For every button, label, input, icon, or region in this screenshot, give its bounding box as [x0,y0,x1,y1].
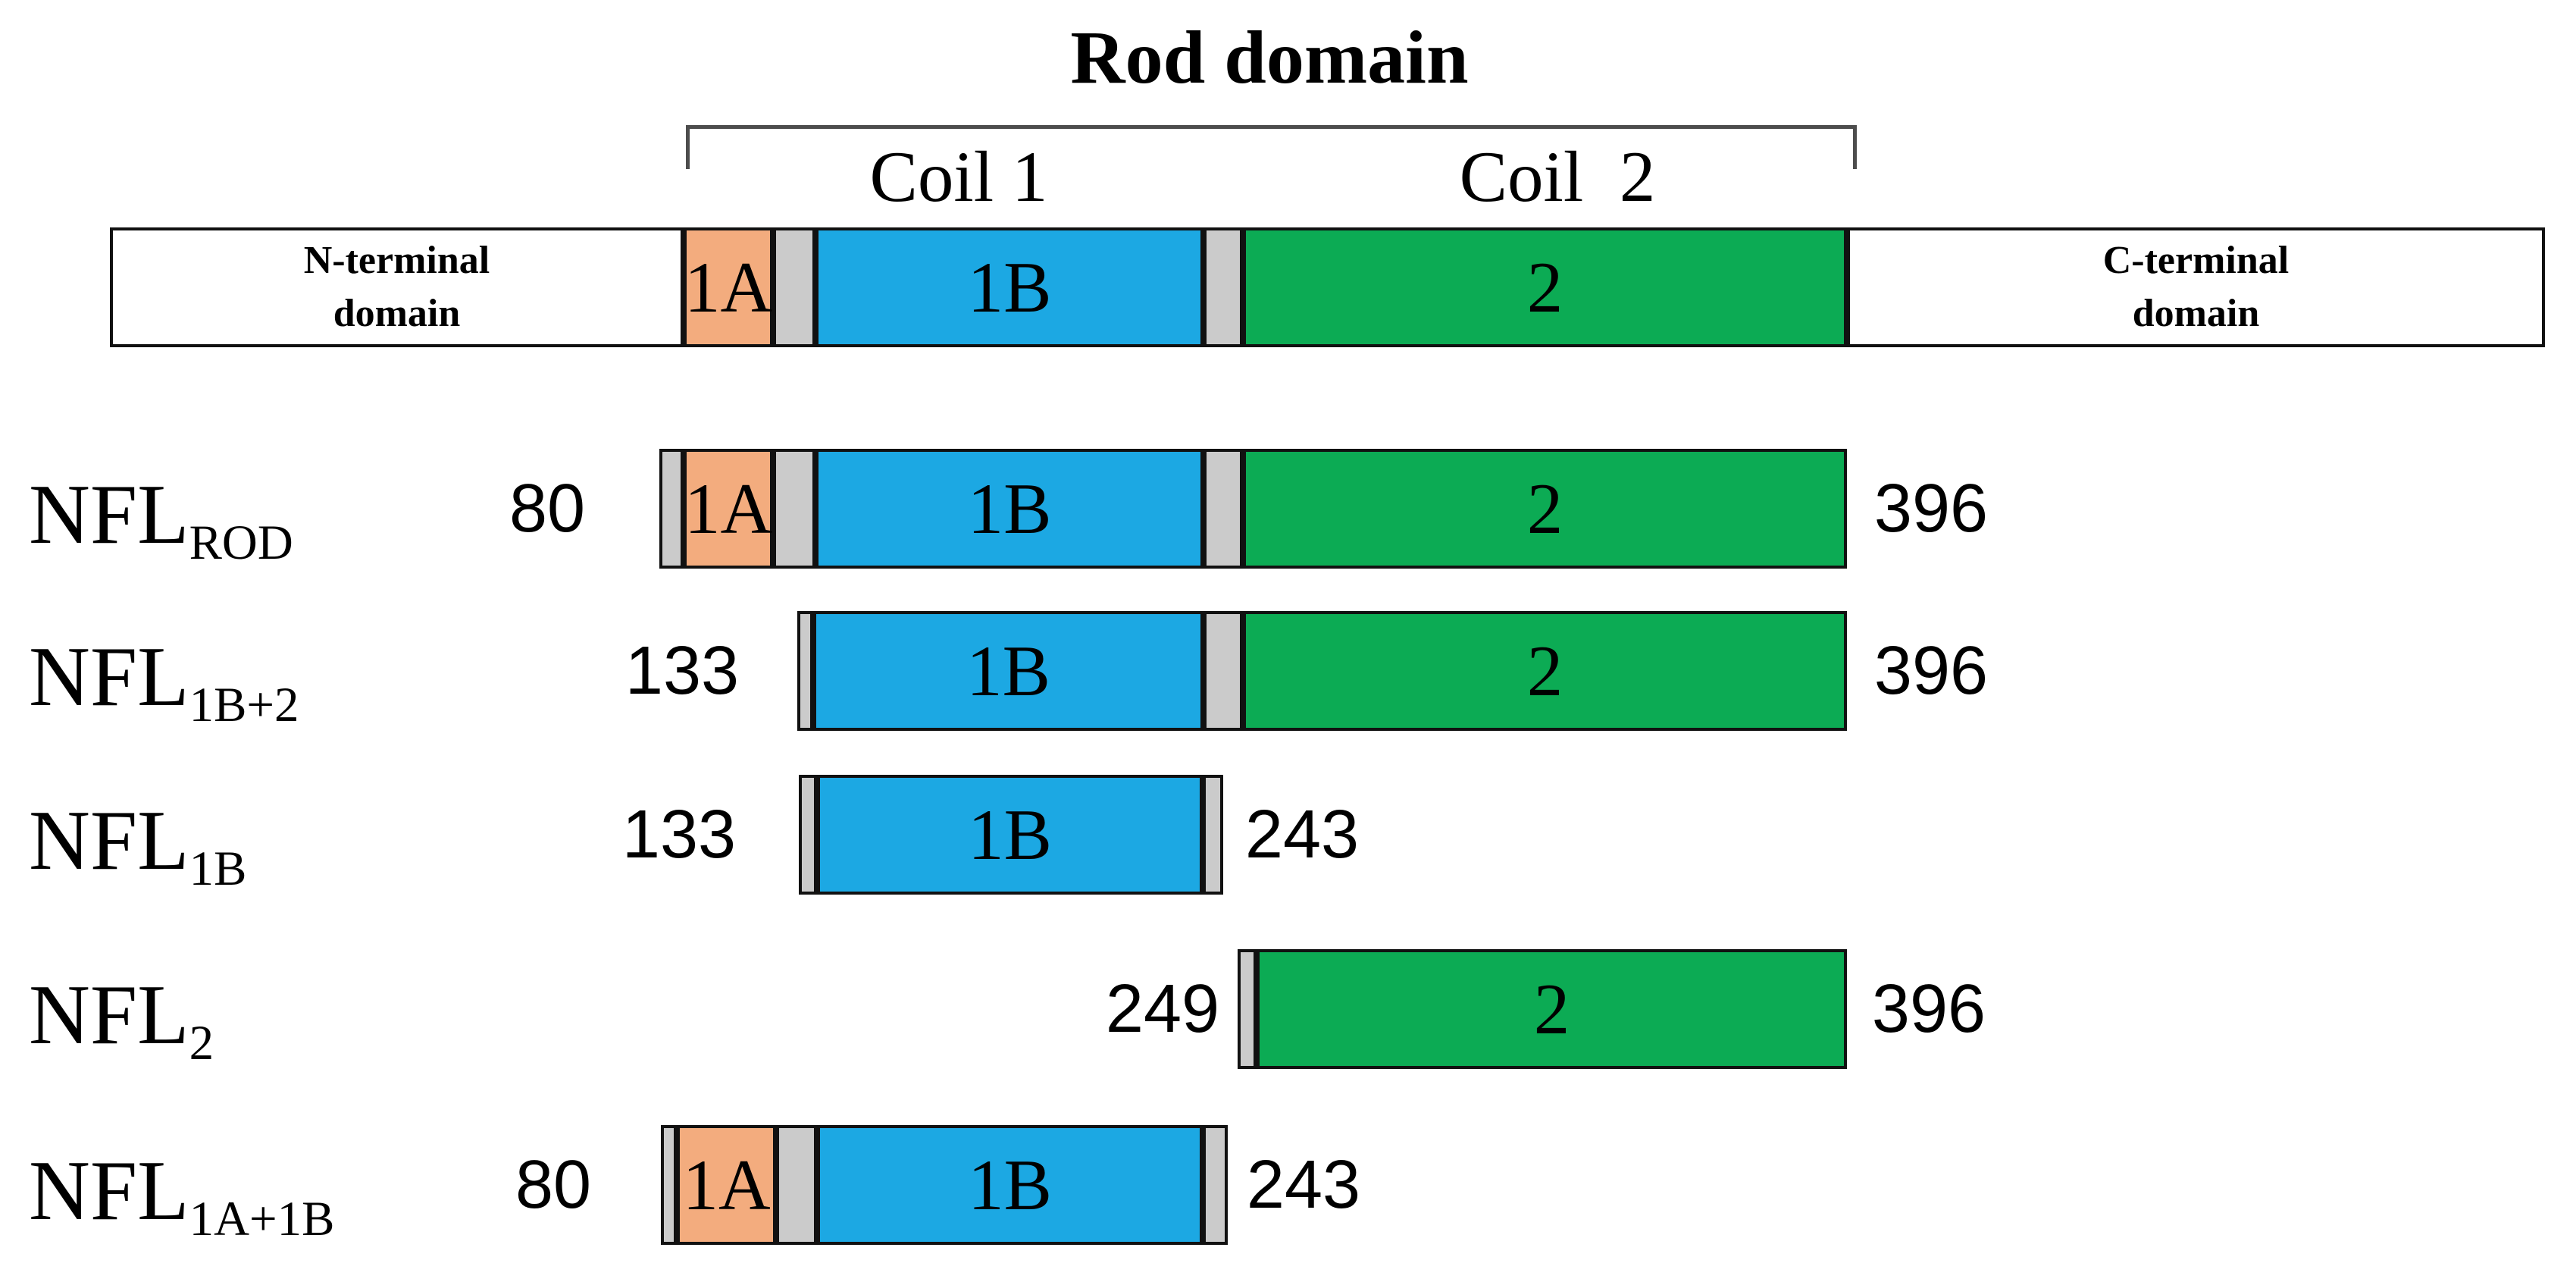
construct-label-nfl-rod: NFLROD [29,472,293,567]
construct-bar-nfl-1a-1b: 1A 1B [661,1125,1228,1245]
linker-segment [799,775,817,895]
construct-name-subscript: ROD [189,515,293,570]
rod-domain-title: Rod domain [1070,15,1469,99]
domain-1b-segment: 1B [813,611,1203,731]
segment-label: 2 [1526,246,1563,328]
linker-12 [773,227,815,347]
linker-segment [1203,449,1243,569]
coil2-label: Coil 2 [1459,136,1656,217]
domain-2: 2 [1243,227,1847,347]
segment-label: 1A [682,1144,771,1225]
segment-label: 1B [967,468,1052,549]
linker-segment [773,449,815,569]
end-residue-1b: 243 [1244,797,1360,873]
linker-segment [659,449,684,569]
segment-label: 1B [968,1144,1052,1225]
linker-segment [1203,775,1223,895]
construct-label-nfl-1b-2: NFL1B+2 [29,635,299,729]
construct-bar-nfl-1b-2: 1B 2 [797,611,1847,731]
domain-1a-segment: 1A [684,449,773,569]
domain-1b-segment: 1B [817,775,1203,895]
domain-2-segment: 2 [1257,949,1847,1069]
end-residue-rod: 396 [1873,471,1989,547]
construct-name-subscript: 1A+1B [189,1191,335,1246]
end-residue-2: 396 [1871,971,1986,1047]
linker-segment [776,1125,817,1245]
construct-name-base: NFL [29,630,189,724]
start-residue-1b: 133 [621,797,737,873]
start-residue-1a-1b: 80 [515,1147,592,1223]
construct-label-nfl-1a-1b: NFL1A+1B [29,1149,334,1243]
domain-1a: 1A [684,227,773,347]
construct-label-nfl-2: NFL2 [29,973,214,1067]
rod-domain-bracket [686,125,1857,169]
construct-label-nfl-1b: NFL1B [29,798,246,893]
construct-bar-nfl-1b: 1B [799,775,1223,895]
construct-bar-nfl-rod: 1A 1B 2 [659,449,1847,569]
n-terminal-domain: N-terminal domain [110,227,684,347]
construct-bar-nfl-2: 2 [1238,949,1847,1069]
linker-segment [1203,611,1243,731]
start-residue-2: 249 [1105,971,1220,1047]
terminal-label-line: domain [2132,292,2260,335]
segment-label: 2 [1526,468,1563,549]
construct-name-base: NFL [29,968,189,1062]
domain-1b-segment: 1B [817,1125,1203,1245]
construct-name-base: NFL [29,1144,189,1238]
construct-name-subscript: 2 [189,1015,214,1070]
linker-segment [661,1125,677,1245]
domain-2-segment: 2 [1243,449,1847,569]
construct-name-subscript: 1B+2 [189,677,299,732]
segment-label: 1B [967,246,1052,328]
domain-1b-segment: 1B [815,449,1203,569]
construct-name-base: NFL [29,794,189,888]
linker-segment [1203,1125,1228,1245]
terminal-label-line: domain [333,292,461,335]
segment-label: 2 [1526,630,1563,711]
construct-name-subscript: 1B [189,841,247,896]
segment-label: 1B [968,794,1052,875]
start-residue-1b-2: 133 [624,633,740,709]
segment-label: 1A [684,246,773,328]
start-residue-rod: 80 [509,471,586,547]
end-residue-1b-2: 396 [1873,633,1989,709]
linker-segment [1238,949,1257,1069]
construct-name-base: NFL [29,468,189,562]
linker-segment [797,611,813,731]
segment-label: 2 [1533,968,1570,1049]
c-terminal-domain: C-terminal domain [1847,227,2545,347]
domain-2-segment: 2 [1243,611,1847,731]
coil1-label: Coil 1 [869,136,1048,217]
segment-label: 1B [966,630,1050,711]
linker-2 [1203,227,1243,347]
segment-label: 1A [684,468,773,549]
domain-1b: 1B [815,227,1203,347]
terminal-label-line: N-terminal [303,238,490,282]
terminal-label-line: C-terminal [2102,238,2290,282]
domain-1a-segment: 1A [677,1125,776,1245]
reference-bar: N-terminal domain 1A 1B 2 C-terminal domain [110,227,2545,347]
end-residue-1a-1b: 243 [1246,1147,1361,1223]
